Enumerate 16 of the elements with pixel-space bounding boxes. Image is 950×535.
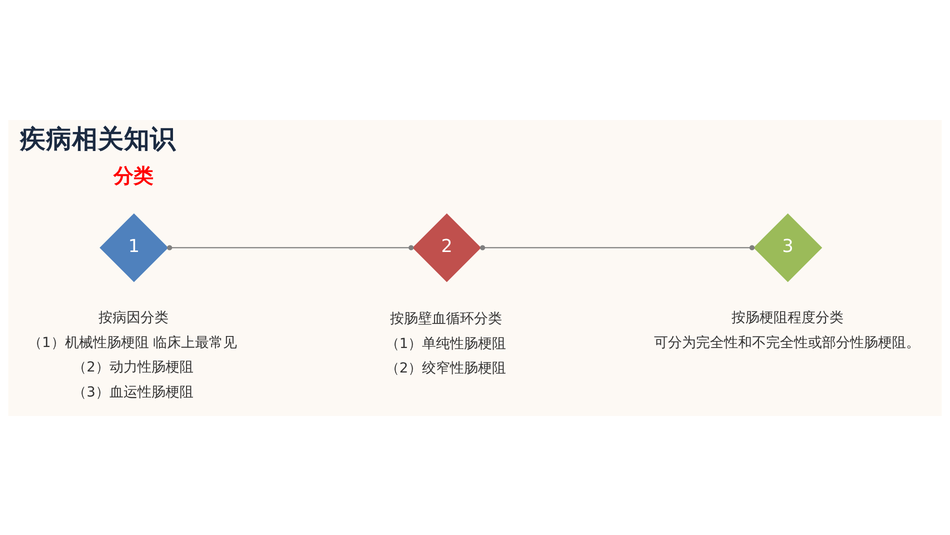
node-label: （2）动力性肠梗阻	[72, 359, 194, 376]
node-label: （1）机械性肠梗阻 临床上最常见	[28, 334, 238, 350]
diagram-title: 疾病相关知识	[20, 124, 176, 154]
node-diamond: 3	[753, 212, 822, 282]
node-label: 按肠梗阻程度分类	[731, 310, 844, 326]
node-label: （3）血运性肠梗阻	[72, 384, 194, 400]
label: 分类	[114, 164, 154, 187]
node-label: 按病因分类	[98, 310, 168, 326]
node-label: （1）单纯性肠梗阻	[385, 335, 506, 352]
node-label: （2）绞窄性肠梗阻	[385, 360, 506, 376]
node-diamond: 1	[100, 212, 168, 282]
node-diamond: 2	[412, 212, 482, 282]
connector	[167, 244, 414, 250]
connector	[480, 244, 755, 250]
node-label: 按肠壁血循环分类	[390, 310, 502, 327]
node-label: 可分为完全性和不完全性或部分性肠梗阻。	[654, 334, 920, 350]
